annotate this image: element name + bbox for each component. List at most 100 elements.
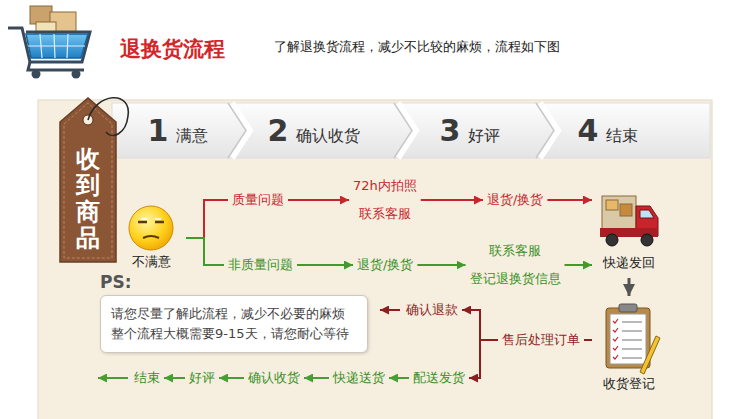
cart-wheel xyxy=(32,70,41,79)
clipboard-lines xyxy=(613,319,642,359)
check-mark xyxy=(613,328,618,332)
clipboard-clip xyxy=(619,304,637,312)
flow-connector xyxy=(219,377,244,379)
cart-frame xyxy=(8,28,90,62)
step-number: 3 xyxy=(440,116,461,146)
flow-step: 质量问题 xyxy=(232,191,284,209)
subtitle: 了解退换货流程，减少不比较的麻烦，流程如下图 xyxy=(274,38,560,56)
flow-connector xyxy=(547,199,592,201)
parcel xyxy=(606,200,618,210)
tag-label: 收到商品 xyxy=(76,146,100,252)
flow-connector xyxy=(462,310,498,340)
tag-string xyxy=(88,98,128,136)
clipboard-line xyxy=(622,357,642,358)
node-text: 收货登记 xyxy=(603,375,655,393)
check-mark xyxy=(613,319,618,323)
smiley-icon xyxy=(129,206,173,250)
step-number: 1 xyxy=(148,116,169,146)
clipboard-line xyxy=(622,348,642,349)
tail-arrow xyxy=(380,309,400,311)
node-text: 72h内拍照 xyxy=(353,177,417,195)
pencil xyxy=(640,336,660,374)
flow-connector xyxy=(469,340,498,378)
step-text: 好评 xyxy=(468,128,500,144)
smiley-node: 不满意 xyxy=(120,203,182,273)
flow-step: 确认收货 xyxy=(248,369,300,387)
node-text: 不满意 xyxy=(132,253,171,271)
flow-connector xyxy=(628,278,631,296)
flow-step: 退货/换货 xyxy=(487,191,543,209)
clipboard-board xyxy=(606,308,650,368)
step-text: 满意 xyxy=(176,128,208,144)
flow-step: 联系客服登记退换货信息 xyxy=(470,242,561,288)
step-item: 3 好评 xyxy=(440,116,501,146)
smiley-mouth xyxy=(143,236,159,238)
step-text: 确认收货 xyxy=(296,128,360,144)
node-text: 好评 xyxy=(189,369,215,387)
clipboard-node: 收货登记 xyxy=(596,300,662,395)
node-text: 快递发回 xyxy=(603,254,655,272)
cart-icon xyxy=(8,6,90,79)
step-item: 4 结束 xyxy=(578,116,639,146)
check-mark xyxy=(613,355,618,359)
node-text: 退货/换货 xyxy=(357,256,413,274)
flow-connector xyxy=(186,200,228,238)
node-text: 退货/换货 xyxy=(487,191,543,209)
flow-connector xyxy=(288,199,349,201)
step-item: 2 确认收货 xyxy=(268,116,361,146)
tag-shape xyxy=(60,98,128,262)
flow-step: 配送发货 xyxy=(413,369,465,387)
node-text: 联系客服 xyxy=(489,242,541,260)
flow-step: 确认退款 xyxy=(406,301,458,319)
note-box: PS:请您尽量了解此流程，减少不必要的麻烦 整个流程大概需要9-15天，请您耐心… xyxy=(100,272,368,353)
node-text: 质量问题 xyxy=(232,191,284,209)
flow-connector xyxy=(186,238,224,265)
flow-connector xyxy=(389,377,409,379)
panel-ground xyxy=(38,100,712,419)
flow-connector xyxy=(584,339,592,341)
tag-text: 收到商品 xyxy=(76,146,100,252)
flow-connector xyxy=(304,377,329,379)
smiley-eyelid xyxy=(141,218,161,220)
node-text: 确认退款 xyxy=(406,301,458,319)
clipboard-line xyxy=(622,321,642,322)
flow-step: 非质量问题 xyxy=(228,256,293,274)
step-number: 4 xyxy=(578,116,599,146)
node-text: 售后处理订单 xyxy=(502,331,580,349)
note-heading: PS: xyxy=(100,272,368,292)
node-text: 结束 xyxy=(134,369,160,387)
panel xyxy=(38,100,712,419)
clipboard-line xyxy=(622,330,642,331)
truck-cargo xyxy=(602,196,636,230)
flow-connector xyxy=(421,199,483,201)
flow-step: 快递送货 xyxy=(333,369,385,387)
node-text: 快递送货 xyxy=(333,369,385,387)
node-text: 配送发货 xyxy=(413,369,465,387)
truck-node: 快递发回 xyxy=(596,188,662,274)
step-text: 结束 xyxy=(606,128,638,144)
flow-connector xyxy=(297,264,353,266)
truck-icon xyxy=(600,196,658,246)
flow-connector xyxy=(417,264,465,266)
flow-step: 好评 xyxy=(189,369,215,387)
flow-step: 结束 xyxy=(134,369,160,387)
step-number: 2 xyxy=(268,116,289,146)
cart-wheel xyxy=(72,70,81,79)
flow-step: 72h内拍照联系客服 xyxy=(353,177,417,223)
clipboard-line xyxy=(622,339,642,340)
flow-connector xyxy=(164,377,185,379)
flow-connector xyxy=(565,264,593,266)
flow-step: 退货/换货 xyxy=(357,256,413,274)
box-icon xyxy=(30,6,52,24)
cart-basket xyxy=(26,34,88,58)
check-mark xyxy=(613,337,618,341)
tag-stitch xyxy=(64,103,112,258)
page-title: 退换货流程 xyxy=(120,35,225,63)
check-mark xyxy=(613,346,618,350)
node-text: 联系客服 xyxy=(359,205,411,223)
node-text: 非质量问题 xyxy=(228,256,293,274)
step-band xyxy=(112,103,710,158)
flow-step: 售后处理订单 xyxy=(502,331,580,349)
node-text: 登记退换货信息 xyxy=(470,270,561,288)
clipboard-paper xyxy=(610,314,646,364)
